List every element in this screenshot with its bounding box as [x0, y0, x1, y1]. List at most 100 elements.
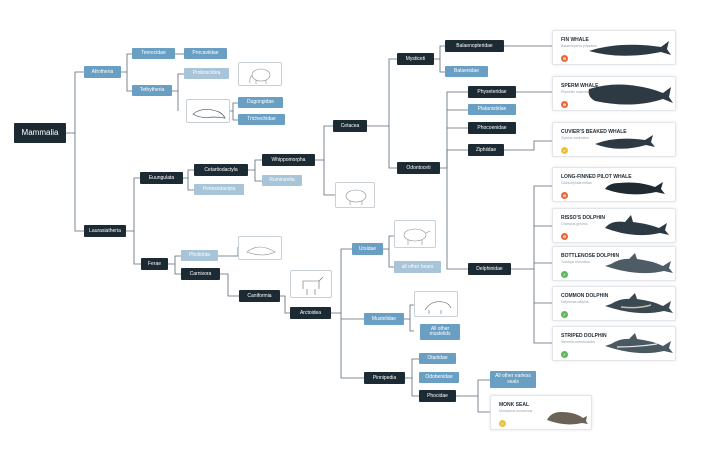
bottlenose-dolphin-icon [605, 253, 673, 274]
species-card-common-dolphin[interactable]: COMMON DOLPHIN Delphinus delphis ✓ [552, 286, 676, 321]
species-card-bottlenose-dolphin[interactable]: BOTTLENOSE DOLPHIN Tursiops truncatus ✓ [552, 246, 676, 281]
pilot-whale-icon [605, 182, 665, 195]
conservation-status-icon: ⊖ [561, 192, 568, 199]
all-other-earless-seals-label: All other earless seals [495, 373, 531, 385]
node-perissodactyla[interactable]: Perissodactyla [194, 184, 244, 195]
node-tethytheria[interactable]: Tethytheria [132, 85, 172, 96]
species-card-long-finned-pilot-whale[interactable]: LONG-FINNED PILOT WHALE Globicephala mel… [552, 167, 676, 202]
species-card-monk-seal[interactable]: MONK SEAL Monachus monachus ◐ [490, 395, 592, 430]
node-procaviidae[interactable]: Procaviidae [184, 48, 227, 59]
node-trichechidae[interactable]: Trichechidae [238, 114, 285, 125]
species-scientific-name: Monachus monachus [499, 409, 533, 413]
beaked-whale-icon [595, 135, 655, 149]
species-card-sperm-whale[interactable]: SPERM WHALE Physeter macrocephalus ⊖ [552, 76, 676, 111]
species-name: CUVIER'S BEAKED WHALE [561, 129, 627, 135]
conservation-status-icon: ◐ [561, 147, 568, 154]
species-card-striped-dolphin[interactable]: STRIPED DOLPHIN Stenella coeruleoalba ✓ [552, 326, 676, 361]
conservation-status-icon: ⊖ [561, 101, 568, 108]
hippo-icon [345, 189, 367, 205]
node-mysticeti[interactable]: Mysticeti [397, 53, 434, 65]
node-all-other-earless-seals[interactable]: All other earless seals [490, 371, 536, 388]
node-all-other-mustelids[interactable]: All other mustelids [420, 324, 460, 340]
species-scientific-name: Grampus griseus [561, 222, 588, 226]
node-afrotheria[interactable]: Afrotheria [84, 66, 121, 78]
species-name: FIN WHALE [561, 37, 589, 43]
polar-bear-icon [403, 228, 431, 245]
species-scientific-name: Tursiops truncatus [561, 260, 590, 264]
node-cetartiodactyla[interactable]: Cetartiodactyla [194, 164, 248, 176]
species-scientific-name: Delphinus delphis [561, 300, 589, 304]
node-cetacea[interactable]: Cetacea [333, 120, 367, 132]
species-scientific-name: Ziphius cavirostris [561, 136, 590, 140]
node-proboscidea[interactable]: Proboscidea [184, 68, 229, 79]
species-name: SPERM WHALE [561, 83, 599, 89]
manatee-icon [192, 109, 226, 119]
striped-dolphin-icon [605, 333, 673, 354]
species-scientific-name: Stenella coeruleoalba [561, 340, 595, 344]
node-mustelidae[interactable]: Mustelidae [364, 313, 404, 325]
node-phocoenidae[interactable]: Phocoenidae [468, 122, 516, 134]
species-name: STRIPED DOLPHIN [561, 333, 607, 339]
node-caniformia[interactable]: Caniformia [239, 290, 280, 302]
node-ursidae[interactable]: Ursidae [352, 243, 383, 255]
dog-thumbnail [290, 270, 332, 298]
sperm-whale-icon [588, 84, 673, 105]
node-physeteridae[interactable]: Physeteridae [468, 86, 516, 98]
otter-thumbnail [414, 291, 458, 317]
pangolin-thumbnail [238, 236, 282, 260]
species-scientific-name: Globicephala melas [561, 181, 592, 185]
otter-icon [424, 301, 452, 314]
common-dolphin-icon [605, 293, 673, 314]
elephant-thumbnail [238, 62, 282, 86]
elephant-icon [249, 68, 271, 84]
polar-bear-thumbnail [394, 220, 436, 248]
species-card-rissos-dolphin[interactable]: RISSO'S DOLPHIN Grampus griseus ⊖ [552, 208, 676, 243]
node-ferae[interactable]: Ferae [141, 258, 168, 270]
conservation-status-icon: ✓ [561, 271, 568, 278]
hippo-thumbnail [335, 182, 375, 208]
node-ziphiidae[interactable]: Ziphiidae [468, 144, 504, 156]
fin-whale-icon [589, 41, 671, 56]
species-name: BOTTLENOSE DOLPHIN [561, 253, 620, 259]
node-laurasiatheria[interactable]: Laurasiatheria [84, 225, 126, 237]
node-platanistidae[interactable]: Platanistidae [468, 104, 516, 115]
node-all-other-bears[interactable]: all other bears [394, 261, 441, 273]
rissos-dolphin-icon [605, 215, 669, 236]
conservation-status-icon: ◐ [499, 420, 506, 427]
node-odobenidae[interactable]: Odobenidae [419, 372, 459, 383]
conservation-status-icon: ✓ [561, 351, 568, 358]
node-ruminantia[interactable]: Ruminantia [262, 175, 302, 186]
all-other-mustelids-label: All other mustelids [429, 325, 451, 337]
conservation-status-icon: ⊖ [561, 233, 568, 240]
node-pinnipedia[interactable]: Pinnipedia [364, 372, 405, 384]
node-phocidae[interactable]: Phocidae [419, 390, 456, 402]
node-carnivora[interactable]: Carnivora [181, 268, 220, 280]
species-name: LONG-FINNED PILOT WHALE [561, 174, 632, 180]
node-pholidota[interactable]: Pholidota [181, 250, 218, 261]
species-card-fin-whale[interactable]: FIN WHALE Balaenoptera physalus ⊖ [552, 30, 676, 65]
pangolin-icon [246, 246, 276, 256]
root-node-mammalia[interactable]: Mammalia [14, 123, 66, 143]
species-scientific-name: Balaenoptera physalus [561, 44, 597, 48]
node-tenrecidae[interactable]: Tenrecidae [132, 48, 175, 59]
monk-seal-icon [547, 412, 588, 425]
node-delphinidae[interactable]: Delphinidae [468, 263, 511, 275]
node-euungulata[interactable]: Euungulata [140, 172, 183, 184]
species-name: RISSO'S DOLPHIN [561, 215, 605, 221]
dog-icon [302, 276, 324, 295]
species-name: MONK SEAL [499, 402, 529, 408]
node-whippomorpha[interactable]: Whippomorpha [262, 154, 315, 166]
node-arctoidea[interactable]: Arctoidea [290, 307, 331, 319]
conservation-status-icon: ✓ [561, 311, 568, 318]
node-balaenopteridae[interactable]: Balaenopteridae [445, 40, 504, 52]
node-balaenidae[interactable]: Balaenidae [445, 66, 488, 77]
node-odontoceti[interactable]: Odontoceti [397, 162, 440, 174]
conservation-status-icon: ⊖ [561, 55, 568, 62]
manatee-thumbnail [186, 99, 230, 123]
node-otariidae[interactable]: Otariidae [419, 353, 456, 364]
species-name: COMMON DOLPHIN [561, 293, 609, 299]
species-scientific-name: Physeter macrocephalus [561, 90, 600, 94]
species-card-cuviers-beaked-whale[interactable]: CUVIER'S BEAKED WHALE Ziphius cavirostri… [552, 122, 676, 157]
node-dugongidae[interactable]: Dugongidae [238, 97, 283, 108]
